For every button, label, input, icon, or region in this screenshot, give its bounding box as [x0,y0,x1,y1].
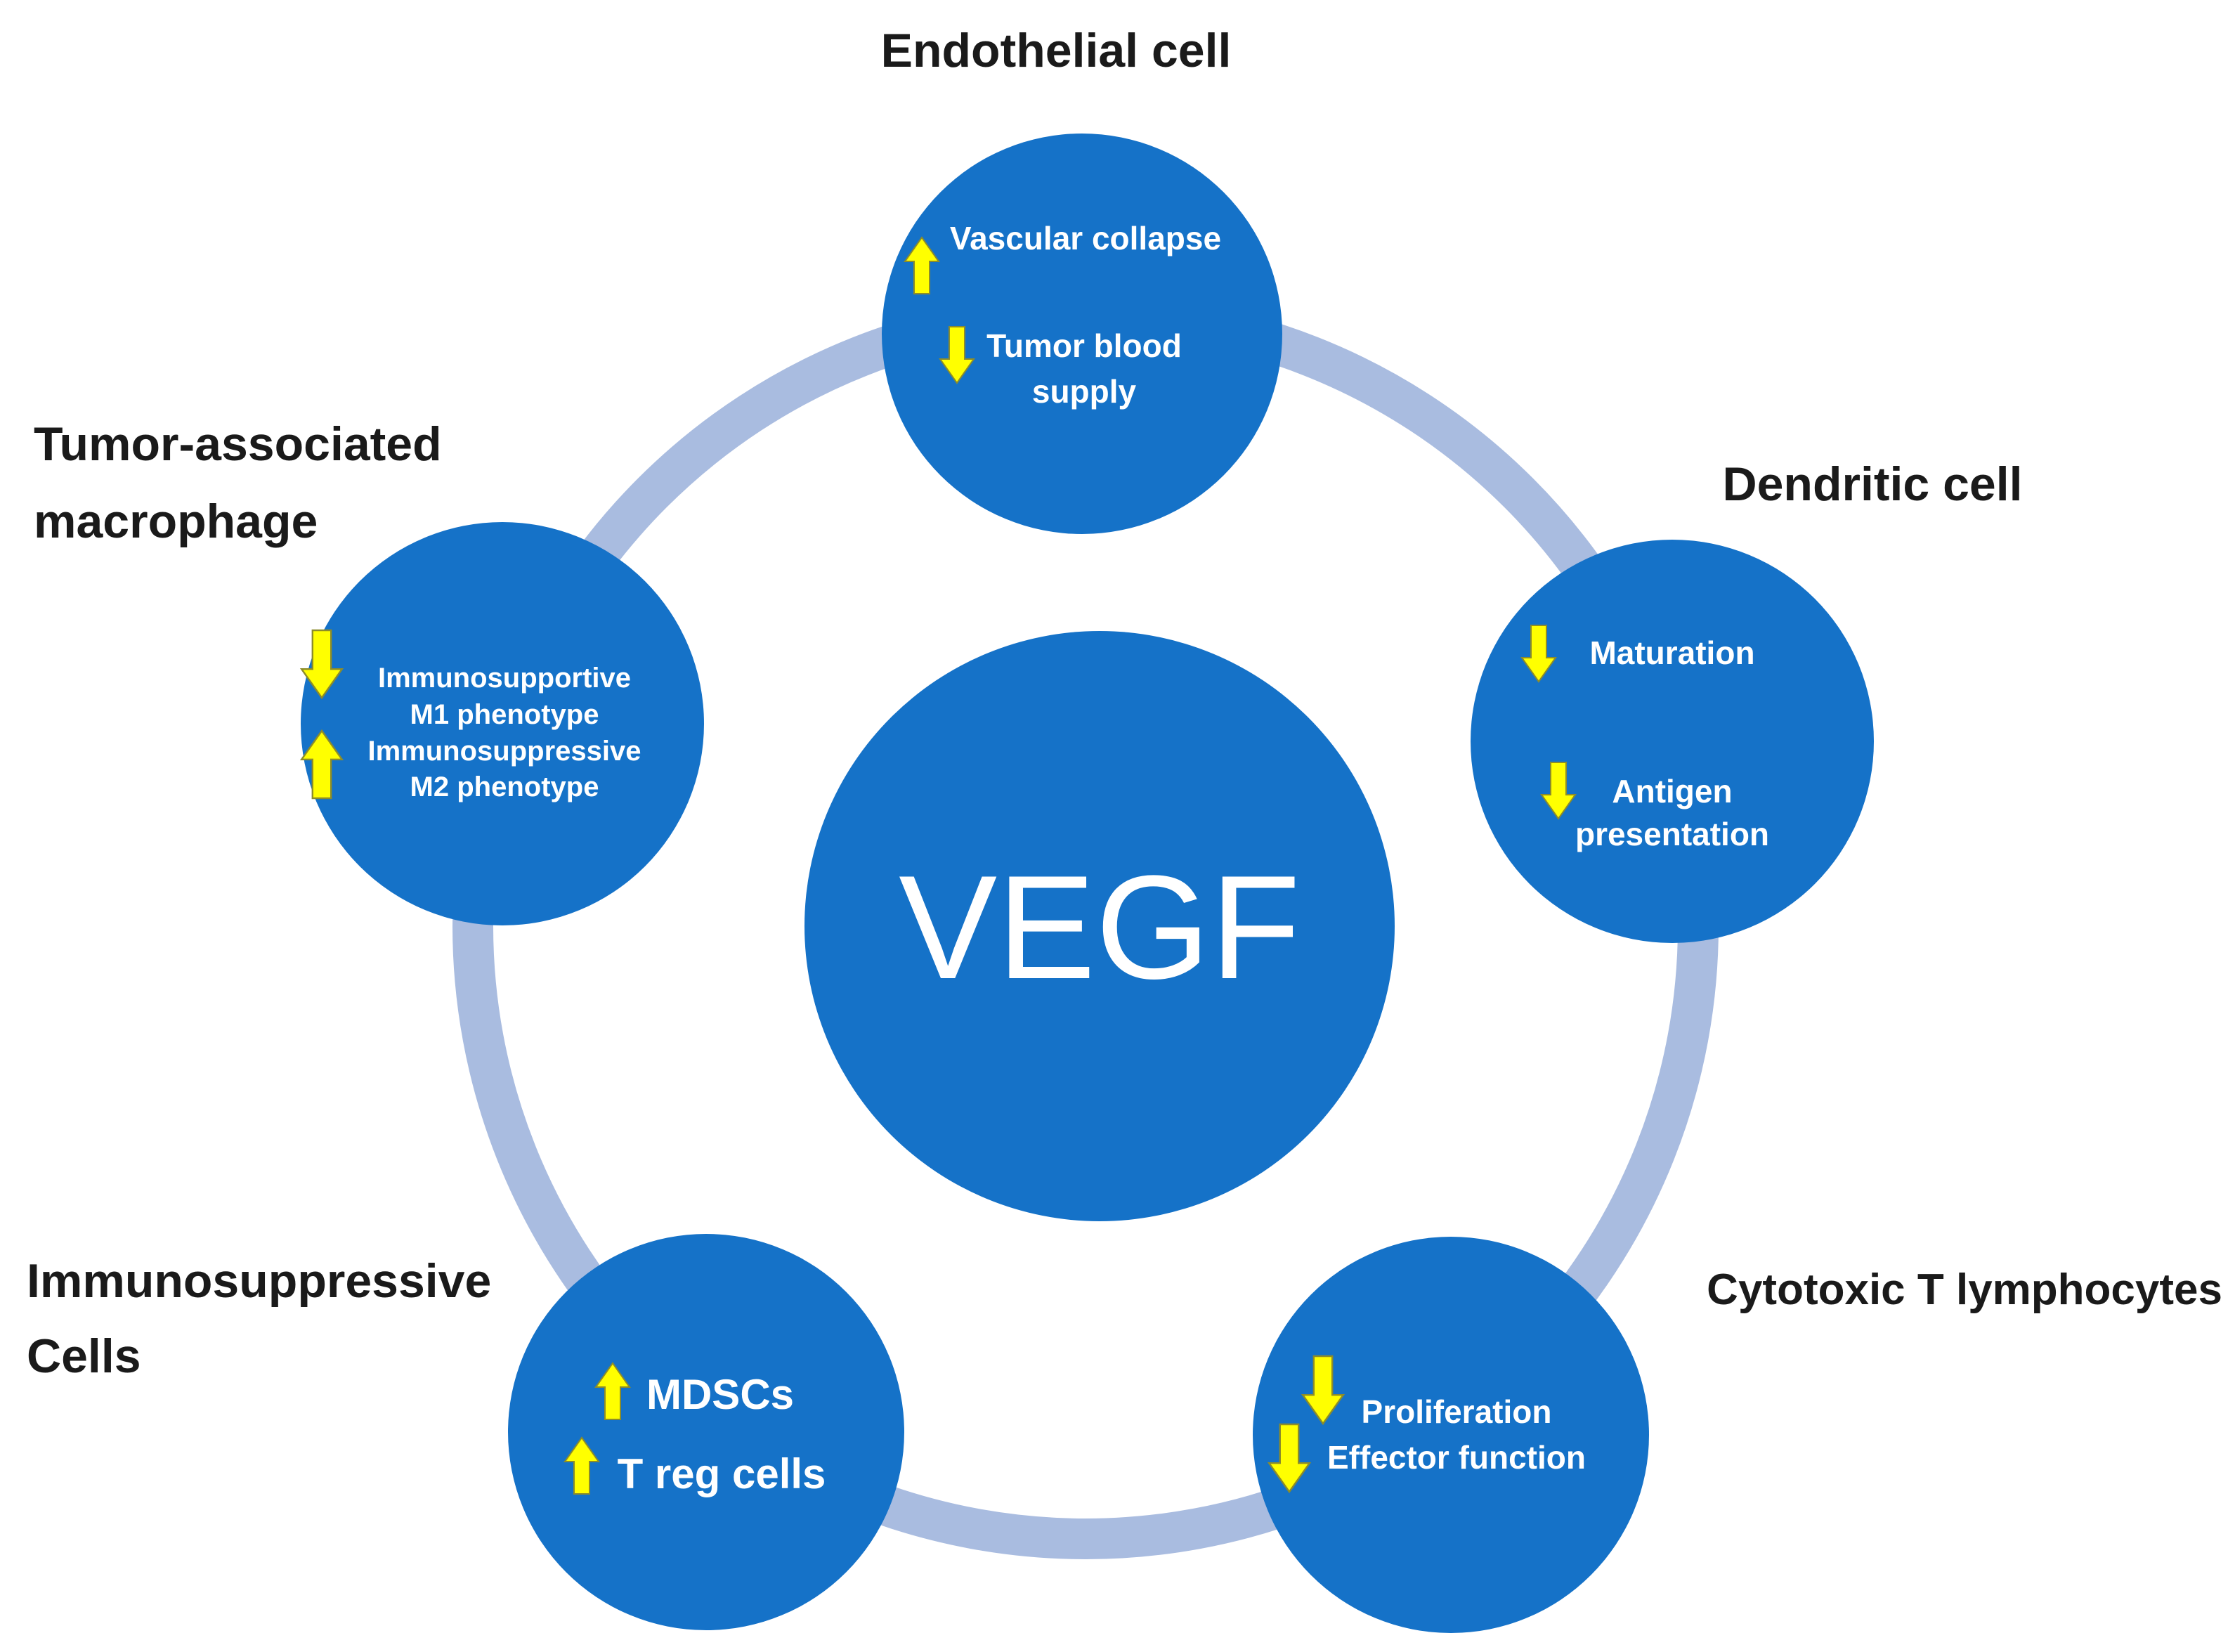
suppressive-title-line1: Immunosuppressive [27,1254,491,1308]
dendritic-effect-antigen-line1: Antigen [1612,773,1732,809]
tam-effect-m2-line1: Immunosuppressive [367,736,641,767]
suppressive-node: Immunosuppressive Cells MDSCs T reg cell… [27,1234,904,1630]
suppressive-circle [508,1234,904,1630]
tam-title-line1: Tumor-associated [34,417,442,471]
endothelial-circle [882,134,1282,534]
vegf-label: VEGF [899,845,1301,1010]
endothelial-effect-blood-supply-line1: Tumor blood [986,327,1182,364]
vegf-node [804,631,1395,1221]
ctl-circle [1253,1237,1649,1633]
tam-title-line2: macrophage [34,495,318,548]
dendritic-title: Dendritic cell [1722,457,2022,511]
ctl-effect-effector-function: Effector function [1327,1439,1586,1476]
ctl-node: Cytotoxic T lymphocytes Proliferation Ef… [1253,1237,2222,1633]
dendritic-effect-antigen-line2: presentation [1575,816,1769,852]
endothelial-title: Endothelial cell [881,24,1232,77]
endothelial-effect-blood-supply-line2: supply [1032,373,1137,410]
tam-effect-m1-line1: Immunosupportive [378,663,631,694]
tam-effect-m1-line2: M1 phenotype [410,699,599,730]
dendritic-effect-maturation: Maturation [1589,635,1754,671]
tam-circle [301,522,704,925]
ctl-effect-proliferation: Proliferation [1362,1393,1552,1430]
suppressive-effect-mdscs: MDSCs [646,1371,794,1418]
suppressive-title-line2: Cells [27,1329,141,1383]
dendritic-node: Dendritic cell Maturation Antigen presen… [1471,457,2023,943]
tam-node: Tumor-associated macrophage Immunosuppor… [34,417,704,925]
suppressive-effect-treg: T reg cells [618,1450,826,1497]
dendritic-circle [1471,540,1874,943]
tam-effect-m2-line2: M2 phenotype [410,772,599,802]
ctl-title: Cytotoxic T lymphocytes [1707,1266,2222,1314]
endothelial-effect-vascular-collapse: Vascular collapse [950,220,1221,256]
endothelial-node: Endothelial cell Vascular collapse Tumor… [881,24,1282,534]
